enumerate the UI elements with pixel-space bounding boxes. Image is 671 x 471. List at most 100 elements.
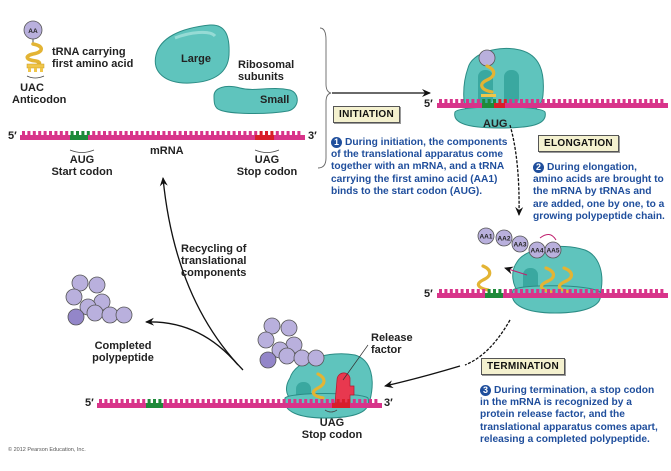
initiation-stage-label: INITIATION: [333, 106, 401, 123]
mrna-backbone: [97, 403, 382, 408]
mrna-base: [466, 99, 469, 103]
mrna-backbone: [20, 135, 305, 140]
trna-exit-arrow: [504, 266, 528, 276]
stop-codon-sequence: UAG: [254, 154, 280, 166]
step-1-badge: 1: [331, 137, 342, 148]
mrna-base: [584, 289, 588, 293]
mrna-base: [342, 399, 345, 403]
initiation-five-prime: 5′: [424, 98, 433, 110]
mrna-strand-top: [20, 131, 305, 140]
stop-codon-label: Stop codon: [236, 166, 298, 178]
recycling-arrow: [159, 177, 244, 371]
ribosomal-subunits-line2: subunits: [238, 71, 284, 83]
mrna-base: [595, 99, 599, 103]
termination-arrow: [464, 319, 511, 366]
mrna-label: mRNA: [150, 145, 184, 157]
amino-acid: [259, 351, 277, 369]
amino-acid: [257, 331, 275, 349]
mrna-base: [563, 99, 567, 103]
mrna-base: [638, 289, 642, 293]
mrna-base: [54, 131, 58, 135]
mrna-base: [292, 131, 295, 135]
mrna-base: [525, 99, 529, 103]
mrna-base: [228, 399, 232, 403]
mrna-base: [259, 131, 263, 135]
ribosomal-subunits-line1: Ribosomal: [238, 59, 295, 71]
initiation-complex: [454, 47, 546, 129]
mrna-base: [153, 399, 156, 403]
mrna-backbone: [437, 103, 668, 108]
start-codon: [146, 403, 163, 408]
amino-acid: [495, 229, 513, 247]
release-factor-line2: factor: [371, 344, 402, 356]
completed-polypeptide-line1: Completed: [94, 340, 152, 352]
mrna-base: [124, 131, 128, 135]
mrna-base: [38, 131, 42, 135]
amino-acid: [71, 274, 89, 292]
mrna-base: [611, 99, 615, 103]
mrna-base: [547, 99, 550, 103]
trna-with-aa1: AA: [23, 20, 45, 79]
mrna-base: [212, 399, 216, 403]
amino-acid: [101, 306, 119, 324]
termination-stop-codon-label: Stop codon: [301, 429, 363, 441]
mrna-base: [336, 399, 340, 403]
mrna-base: [120, 399, 124, 403]
completed-polypeptide-shape: [65, 274, 133, 326]
mrna-base: [541, 289, 545, 293]
mrna-base: [297, 131, 301, 135]
amino-acid: [280, 319, 298, 337]
mrna-base: [622, 289, 626, 293]
stop-codon: [255, 135, 274, 140]
mrna-base: [455, 289, 459, 293]
mrna-strand-elongation: [437, 289, 668, 298]
trna-label-line1: tRNA carrying: [52, 46, 126, 58]
elongation-five-prime: 5′: [424, 288, 433, 300]
mrna-base: [32, 131, 36, 135]
step-2-badge: 2: [533, 162, 544, 173]
mrna-base: [304, 399, 308, 403]
mrna-base: [601, 99, 604, 103]
mrna-base: [552, 99, 556, 103]
mrna-base: [158, 399, 162, 403]
mrna-base: [520, 99, 523, 103]
mrna-base: [352, 399, 356, 403]
mrna-base: [207, 399, 210, 403]
mrna-base: [201, 399, 205, 403]
mrna-base: [536, 99, 540, 103]
mrna-base: [115, 399, 119, 403]
mrna-base: [108, 131, 112, 135]
mrna-base: [59, 131, 63, 135]
step-3-badge: 3: [480, 385, 491, 396]
mrna-base: [309, 399, 313, 403]
mrna-base: [482, 99, 486, 103]
mrna-base: [275, 131, 279, 135]
mrna-base: [298, 399, 302, 403]
mrna-base: [211, 131, 214, 135]
mrna-base: [99, 399, 102, 403]
mrna-base: [655, 99, 658, 103]
mrna-base: [644, 289, 648, 293]
mrna-base: [439, 289, 442, 293]
mrna-base: [503, 289, 507, 293]
mrna-base: [265, 131, 268, 135]
start-codon-sequence: AUG: [69, 154, 95, 166]
mrna-base: [617, 99, 621, 103]
mrna-base: [557, 289, 561, 293]
mrna-base: [315, 399, 318, 403]
mrna-base: [97, 131, 101, 135]
amino-acid-label: AA2: [497, 236, 510, 243]
mrna-base: [460, 289, 464, 293]
mrna-base: [498, 289, 502, 293]
trna-label-line2: first amino acid: [52, 58, 134, 70]
mrna-base: [281, 131, 285, 135]
mrna-base: [460, 99, 464, 103]
mrna-base: [200, 131, 204, 135]
mrna-base: [277, 399, 281, 403]
mrna-base: [649, 99, 653, 103]
mrna-base: [649, 289, 653, 293]
mrna-base: [248, 131, 252, 135]
mrna-base: [617, 289, 621, 293]
